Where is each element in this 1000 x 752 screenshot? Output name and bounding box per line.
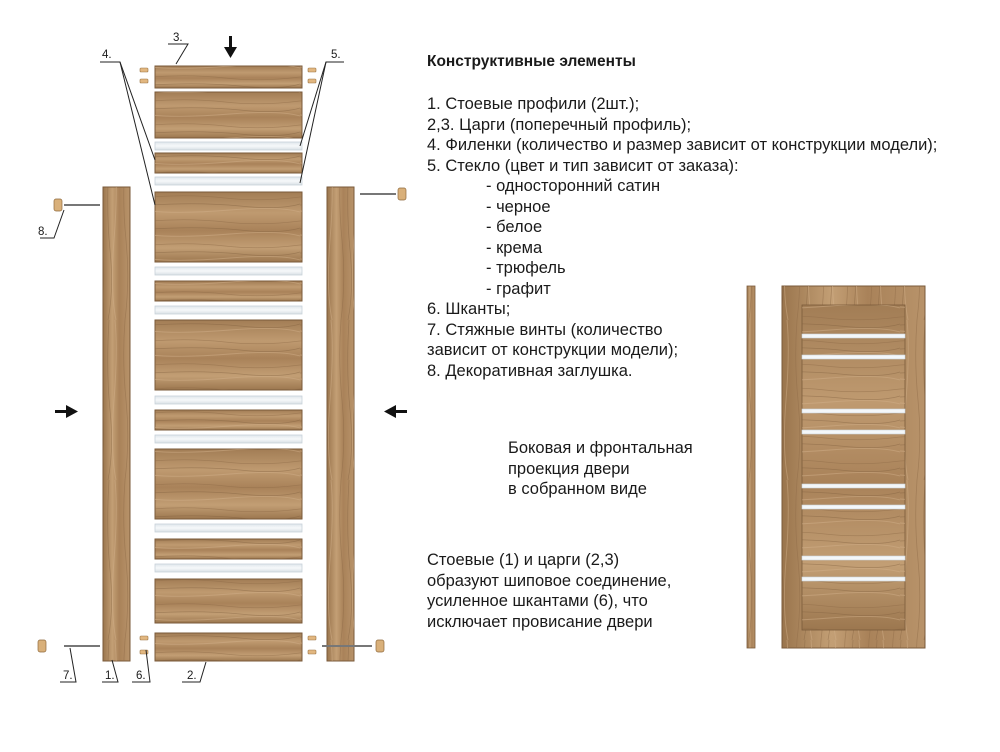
glass-strip-7 bbox=[154, 523, 303, 533]
glass-strip-8 bbox=[154, 563, 303, 573]
callout-lines bbox=[40, 43, 344, 683]
list-item: 2,3. Царги (поперечный профиль); bbox=[427, 115, 692, 134]
note-line: образуют шиповое соединение, bbox=[427, 571, 672, 590]
list-subitem: - графит bbox=[486, 279, 551, 298]
callout-4: 4. bbox=[102, 49, 112, 61]
list-item: 8. Декоративная заглушка. bbox=[427, 361, 633, 380]
callout-8: 8. bbox=[38, 226, 48, 238]
glass-strip-1 bbox=[154, 141, 303, 151]
callout-3: 3. bbox=[173, 32, 183, 44]
right-stile bbox=[326, 186, 355, 662]
list-subitem: - крема bbox=[486, 238, 543, 257]
glass-strip-6 bbox=[154, 434, 303, 444]
decorative-caps bbox=[37, 187, 407, 653]
panel-8 bbox=[154, 538, 303, 560]
caption-line: проекция двери bbox=[508, 459, 630, 478]
front-projection bbox=[781, 285, 926, 649]
callout-7: 7. bbox=[63, 670, 73, 682]
caption-line: Боковая и фронтальная bbox=[508, 439, 693, 457]
note-line: исключает провисание двери bbox=[427, 612, 653, 631]
list-item: 6. Шканты; bbox=[427, 300, 511, 318]
callout-6: 6. bbox=[136, 670, 146, 682]
list-item: 1. Стоевые профили (2шт.); bbox=[427, 95, 640, 113]
list-subitem: - черное bbox=[486, 197, 551, 216]
side-projection bbox=[746, 285, 756, 649]
screws bbox=[64, 193, 396, 647]
bottom-rail bbox=[154, 632, 303, 662]
glass-strip-5 bbox=[154, 395, 303, 405]
assembly-arrows bbox=[55, 36, 407, 418]
list-subitem: - односторонний сатин bbox=[486, 177, 661, 195]
elements-list: 1. Стоевые профили (2шт.); 2,3. Царги (п… bbox=[427, 94, 937, 381]
callout-2: 2. bbox=[187, 670, 197, 682]
panel-7 bbox=[154, 448, 303, 520]
list-item: 4. Филенки (количество и размер зависит … bbox=[427, 136, 938, 154]
panel-4 bbox=[154, 280, 303, 302]
list-item: 7. Стяжные винты (количество bbox=[427, 320, 663, 339]
joinery-note: Стоевые (1) и царги (2,3) образуют шипов… bbox=[427, 550, 671, 632]
panel-1 bbox=[154, 91, 303, 139]
callout-1: 1. bbox=[105, 670, 115, 682]
note-line: усиленное шкантами (6), что bbox=[427, 592, 648, 610]
projection-caption: Боковая и фронтальная проекция двери в с… bbox=[508, 438, 693, 500]
callout-5: 5. bbox=[331, 49, 341, 61]
panel-6 bbox=[154, 409, 303, 431]
list-subitem: - белое bbox=[486, 218, 543, 236]
glass-strip-2 bbox=[154, 176, 303, 186]
panel-3 bbox=[154, 191, 303, 263]
glass-strip-4 bbox=[154, 305, 303, 315]
panel-2 bbox=[154, 152, 303, 174]
list-subitem: - трюфель bbox=[486, 259, 566, 277]
caption-line: в собранном виде bbox=[508, 480, 647, 498]
note-line: Стоевые (1) и царги (2,3) bbox=[427, 551, 620, 569]
glass-strip-3 bbox=[154, 266, 303, 276]
left-stile bbox=[102, 186, 131, 662]
panel-9 bbox=[154, 578, 303, 624]
section-heading: Конструктивные элементы bbox=[427, 53, 636, 70]
list-item: 5. Стекло (цвет и тип зависит от заказа)… bbox=[427, 156, 739, 175]
panel-5 bbox=[154, 319, 303, 391]
top-rail bbox=[154, 65, 303, 89]
list-item: зависит от конструкции модели); bbox=[427, 341, 679, 359]
